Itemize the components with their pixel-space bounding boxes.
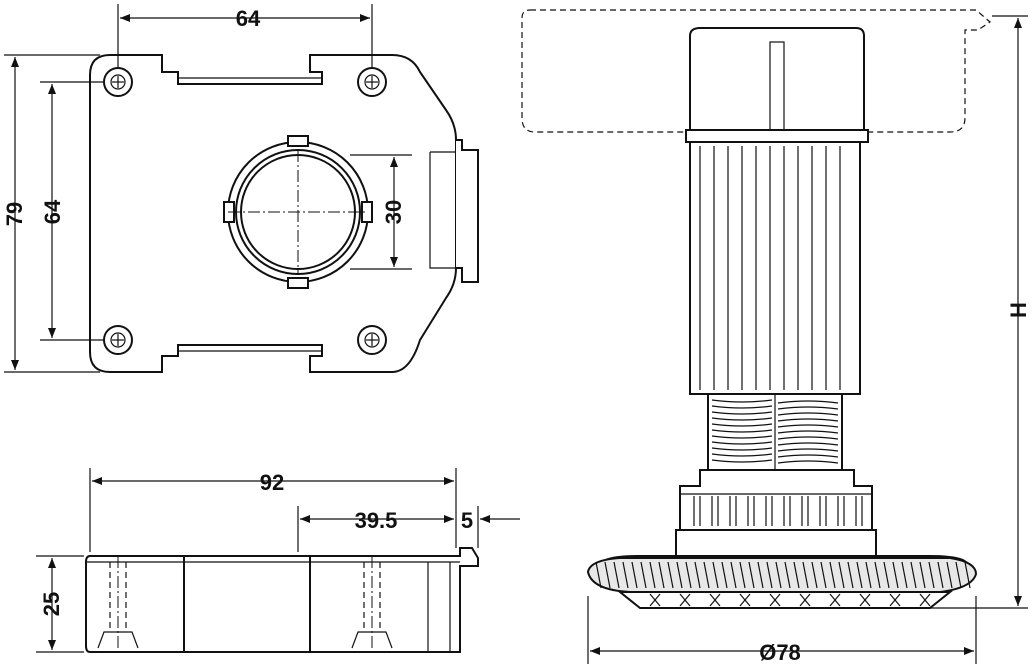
base-foot [617,591,953,609]
leg-ribbed-tube [689,141,861,395]
central-socket [223,135,373,289]
tube-ribs [699,146,841,390]
base-teeth [595,561,971,589]
plate-right-lip [456,139,479,283]
cabinet-outline [521,9,991,133]
screw-hole-bottom-right [357,325,387,355]
top-width-dimension: 64 [236,6,261,31]
side-height-dimension: 25 [39,592,64,616]
screw-hole-bottom-left [103,325,133,355]
mounting-plate-side-view: 92 39.5 5 25 [36,468,520,653]
screw-hole-top-right [357,67,387,97]
mounting-plate-top-view: 64 79 64 30 [2,4,479,373]
leg-collar [679,469,873,531]
collar-ribs [693,496,863,526]
thread-lines [711,394,839,470]
base-diameter-dimension: Ø78 [759,640,801,665]
leg-height-dimension: H [1006,302,1031,318]
side-length-dimension: 92 [260,470,284,495]
top-inner-height-dimension: 64 [40,199,65,224]
lip-inner-line [429,151,456,269]
side-screw-left [97,556,139,652]
adjustable-leg-view: H Ø78 [521,9,1031,665]
side-profile [85,547,479,653]
side-offset-dimension: 39.5 [355,508,398,533]
foot-ribs [649,593,931,607]
screw-hole-top-left [103,67,133,97]
leg-top-cap [689,27,865,131]
side-screw-right [351,556,393,652]
hole-diameter-dimension: 30 [381,200,406,224]
side-lip-dimension: 5 [461,508,473,533]
top-outer-height-dimension: 79 [2,202,27,226]
